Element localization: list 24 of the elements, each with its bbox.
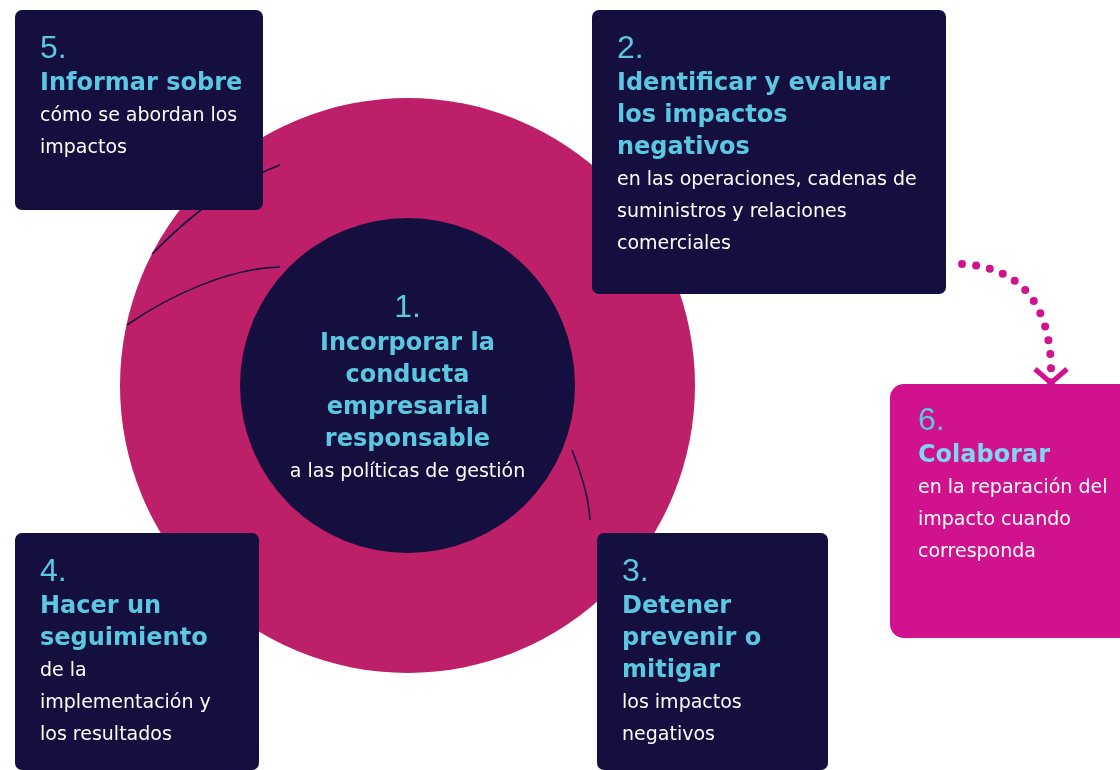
step-description: en las operaciones, cadenas de suministros y relaciones comerciales — [617, 166, 918, 255]
step-card — [597, 533, 828, 770]
step-description: de la implementación y los resultados — [40, 657, 212, 746]
step-number: 4. — [40, 551, 68, 589]
step-description: cómo se abordan los impactos — [40, 102, 239, 159]
step-title: Informar sobre — [40, 67, 243, 98]
step-title: Detener prevenir o mitigar — [622, 590, 763, 685]
step-number: 1. — [394, 286, 421, 326]
step-title: Colaborar — [918, 439, 1052, 470]
step-title: Identificar y evaluar los impactos negativos — [617, 67, 892, 162]
step-title: Incorporar la conducta empresarial responsable — [319, 326, 496, 454]
step-card — [592, 10, 946, 294]
step-description: en la reparación del impacto cuando corresponda — [918, 474, 1109, 563]
step-description: los impactos negativos — [622, 689, 743, 746]
step-card — [890, 384, 1120, 638]
step-number: 5. — [40, 28, 68, 66]
step-title: Hacer un seguimiento — [40, 590, 209, 653]
step-number: 2. — [617, 28, 645, 66]
step-number: 3. — [622, 551, 650, 589]
step-number: 6. — [918, 400, 946, 438]
step-card — [15, 10, 263, 210]
step-description: a las políticas de gestión — [289, 457, 526, 483]
dotted-arrow — [958, 260, 1070, 387]
step-card — [15, 533, 259, 770]
